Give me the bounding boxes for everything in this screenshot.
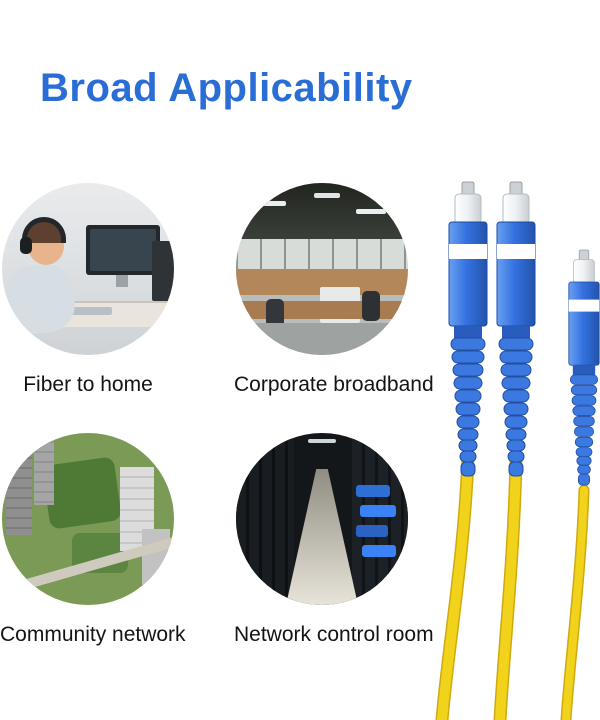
feature-label: Corporate broadband xyxy=(234,373,434,396)
corporate-broadband-photo xyxy=(236,183,408,355)
blue-cable-bundle-shape xyxy=(362,545,396,557)
feature-label: Fiber to home xyxy=(23,373,153,396)
server-rack-shape xyxy=(236,433,294,605)
pc-tower-shape xyxy=(152,241,174,301)
blue-cable-bundle-shape xyxy=(360,505,396,517)
feature-label: Network control room xyxy=(234,623,434,646)
feature-label: Community network xyxy=(0,623,186,646)
ceiling-light-shape xyxy=(256,201,286,206)
ceiling-light-shape xyxy=(314,193,340,198)
office-chair-shape xyxy=(266,299,284,327)
headphone-band-shape xyxy=(22,217,66,243)
feature-fiber-to-home: Fiber to home xyxy=(0,183,176,397)
keyboard-shape xyxy=(66,307,112,315)
network-control-room-photo xyxy=(236,433,408,605)
building-shape xyxy=(6,439,32,535)
monitor-screen-shape xyxy=(90,229,156,271)
blue-cable-bundle-shape xyxy=(356,525,388,537)
sc-connector xyxy=(568,249,600,486)
feature-community-network: Community network xyxy=(0,433,186,647)
office-windows-shape xyxy=(236,239,408,269)
monitor-stand-shape xyxy=(116,275,128,287)
ceiling-light-shape xyxy=(356,209,386,214)
office-desk-shape xyxy=(236,301,408,319)
building-shape xyxy=(34,433,54,505)
sc-connector xyxy=(496,181,536,477)
blue-cable-bundle-shape xyxy=(356,485,390,497)
aisle-floor-shape xyxy=(286,469,358,605)
page-title: Broad Applicability xyxy=(40,66,413,110)
community-network-photo xyxy=(2,433,174,605)
fiber-cable-illustration xyxy=(435,181,600,720)
fiber-to-home-photo xyxy=(2,183,174,355)
headphone-cup-shape xyxy=(20,237,32,254)
feature-corporate-broadband: Corporate broadband xyxy=(234,183,434,397)
yellow-fiber-cables xyxy=(435,451,590,720)
sc-connector xyxy=(448,181,488,477)
office-chair-shape xyxy=(362,291,380,321)
ceiling-light-shape xyxy=(308,439,336,443)
feature-network-control-room: Network control room xyxy=(234,433,434,647)
server-rack-shape xyxy=(352,433,408,605)
office-floor-shape xyxy=(236,323,408,355)
